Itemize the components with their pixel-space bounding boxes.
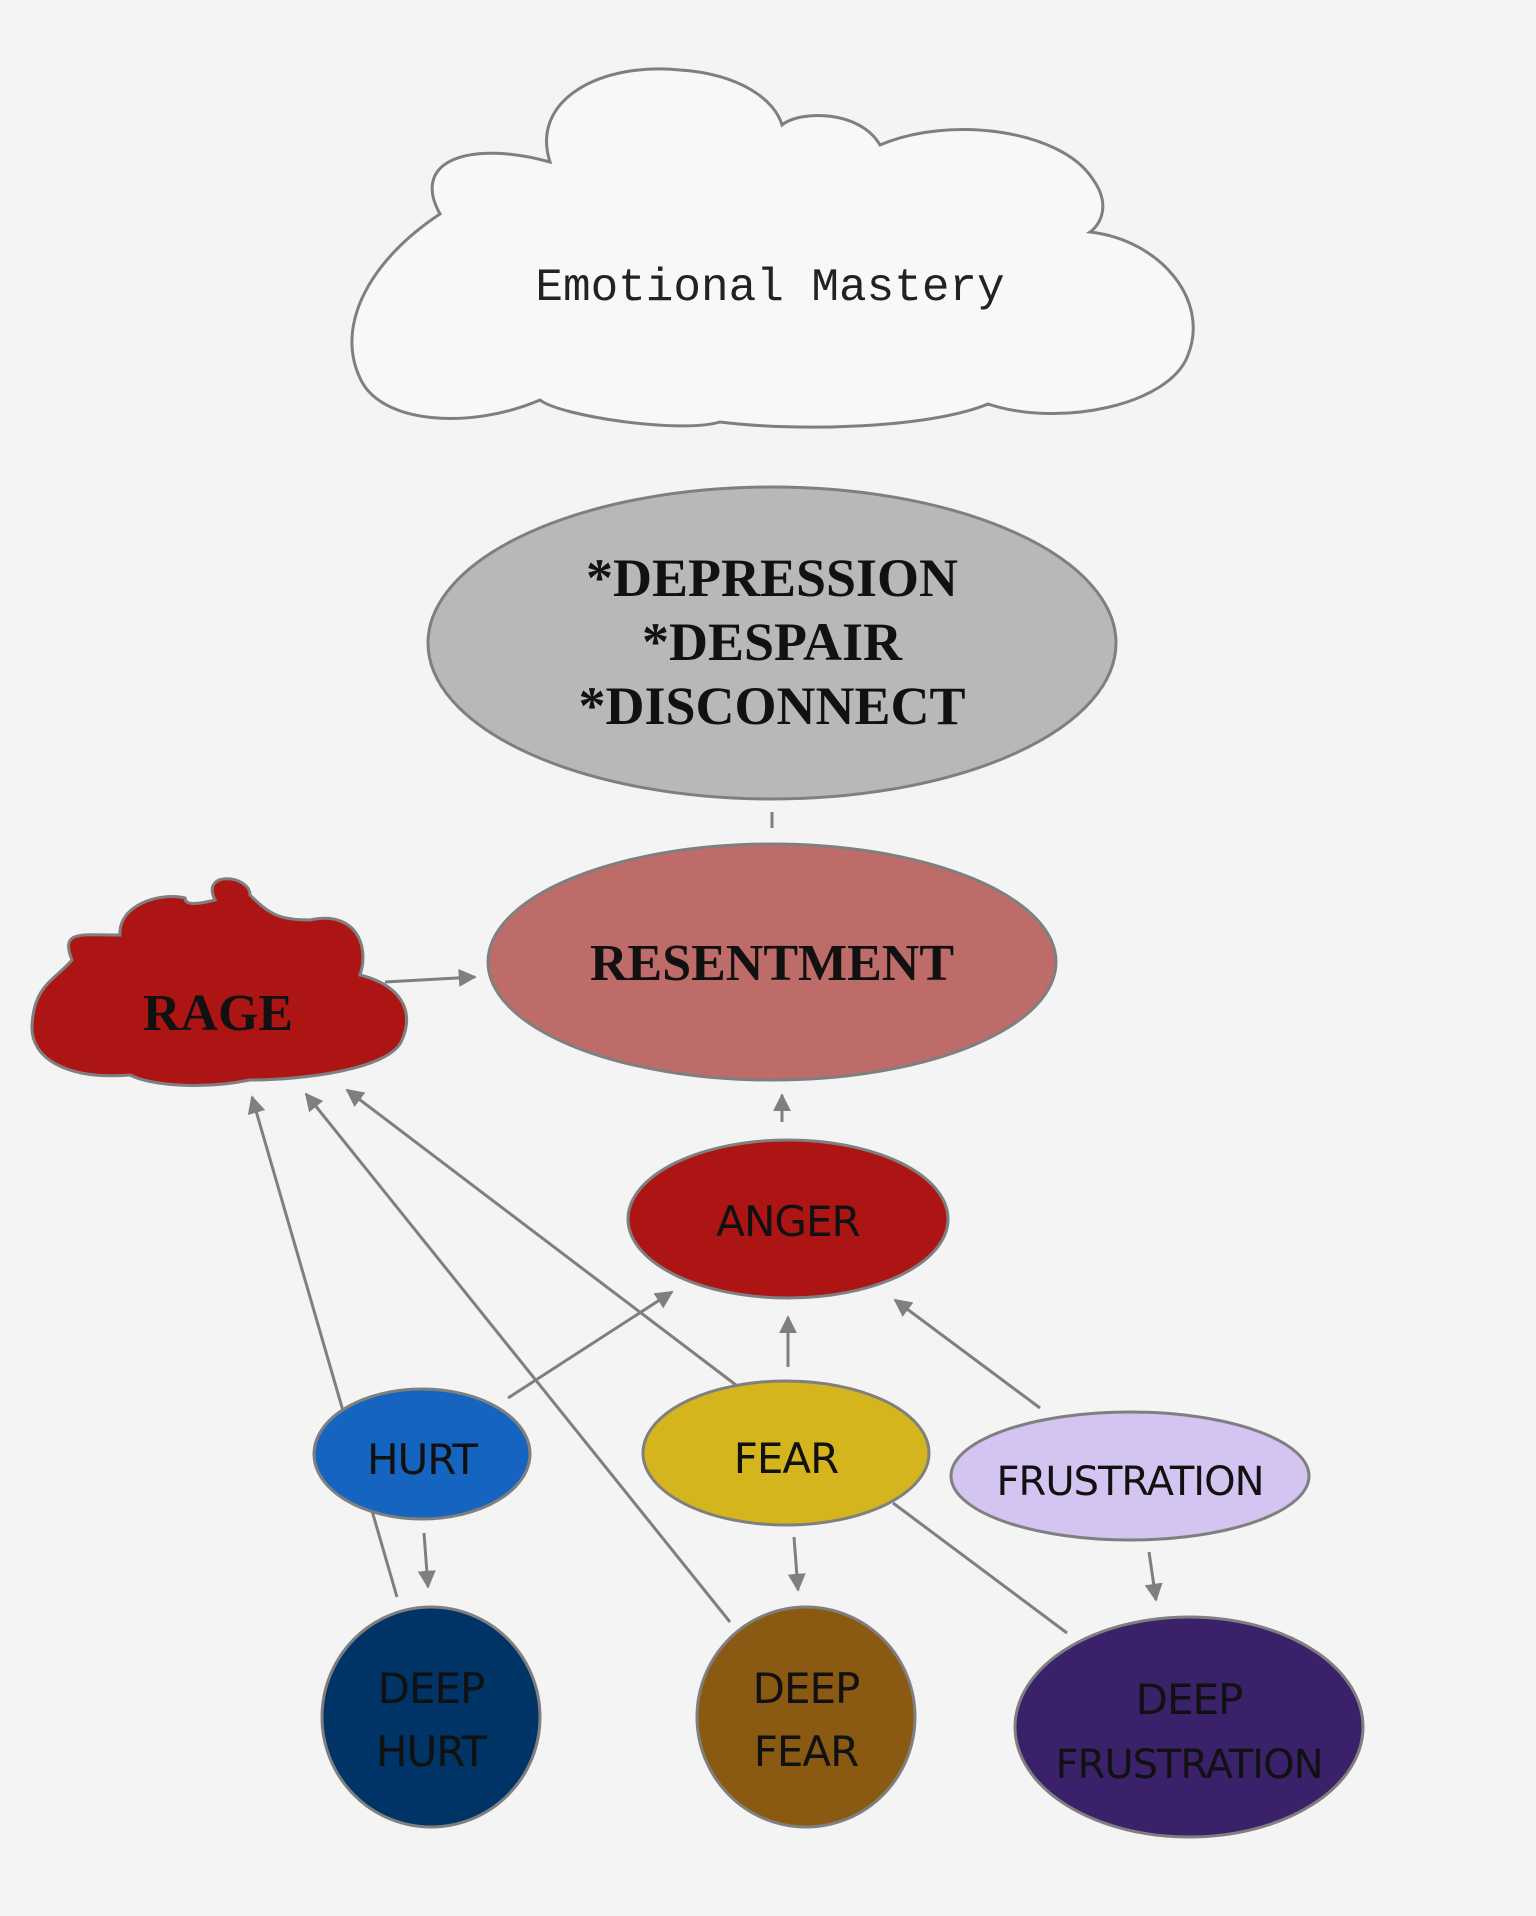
edge-deep-hurt-to-rage xyxy=(247,1095,399,1598)
deep-hurt-node: DEEP HURT xyxy=(320,1605,542,1829)
connectors xyxy=(247,812,1163,1635)
deep-fear-label-line1: DEEP xyxy=(753,1664,860,1713)
deep-fear-label-line2: FEAR xyxy=(754,1727,859,1776)
depression-ellipse xyxy=(426,485,1118,801)
frustration-node: FRUSTRATION xyxy=(949,1410,1311,1542)
edge-frustration-to-deep-frustration xyxy=(1144,1551,1163,1602)
fear-ellipse xyxy=(641,1379,931,1527)
anger-label: ANGER xyxy=(716,1197,859,1246)
edge-fear-to-rage xyxy=(345,1088,737,1387)
despair-label: *DESPAIR xyxy=(642,612,903,672)
disconnect-label: *DISCONNECT xyxy=(578,676,965,736)
frustration-ellipse xyxy=(949,1410,1311,1542)
deep-frustration-node: DEEP FRUSTRATION xyxy=(1013,1615,1365,1839)
resentment-ellipse xyxy=(486,842,1058,1082)
edge-hurt-to-anger xyxy=(507,1290,674,1400)
deep-frustration-label-line2: FRUSTRATION xyxy=(1056,1742,1323,1788)
emotional-mastery-cloud: Emotional Mastery xyxy=(350,67,1195,429)
anger-node: ANGER xyxy=(626,1138,950,1300)
rage-label: RAGE xyxy=(143,985,293,1042)
edge-fear-to-deep-fear xyxy=(787,1536,806,1592)
edge-deep-fear-to-rage xyxy=(304,1092,732,1623)
resentment-label: RESENTMENT xyxy=(590,935,954,992)
deep-frustration-ellipse xyxy=(1013,1615,1365,1839)
rage-cloud-shape xyxy=(30,877,408,1087)
frustration-label: FRUSTRATION xyxy=(997,1459,1264,1505)
fear-node: FEAR xyxy=(641,1379,931,1527)
emotional-mastery-label: Emotional Mastery xyxy=(535,262,1004,314)
emotional-mastery-cloud-shape xyxy=(350,67,1195,429)
anger-ellipse xyxy=(626,1138,950,1300)
hurt-label: HURT xyxy=(367,1435,478,1484)
deep-fear-node: DEEP FEAR xyxy=(695,1605,917,1829)
depression-label: *DEPRESSION xyxy=(586,548,958,608)
fear-label: FEAR xyxy=(734,1434,839,1483)
edge-hurt-to-deep-hurt xyxy=(417,1532,436,1589)
resentment-node: RESENTMENT xyxy=(486,842,1058,1082)
hurt-ellipse xyxy=(312,1387,532,1521)
edge-rage-to-resentment xyxy=(384,968,477,987)
deep-fear-circle xyxy=(695,1605,917,1829)
deep-hurt-circle xyxy=(320,1605,542,1829)
depression-node: *DEPRESSION *DESPAIR *DISCONNECT xyxy=(426,485,1118,801)
deep-frustration-label-line1: DEEP xyxy=(1136,1675,1243,1724)
edge-frustration-to-anger xyxy=(893,1298,1041,1410)
hurt-node: HURT xyxy=(312,1387,532,1521)
rage-node: RAGE xyxy=(30,877,408,1087)
deep-hurt-label-line2: HURT xyxy=(376,1727,487,1776)
deep-hurt-label-line1: DEEP xyxy=(378,1664,485,1713)
edge-deep-frustration-to-fear xyxy=(892,1501,1068,1635)
